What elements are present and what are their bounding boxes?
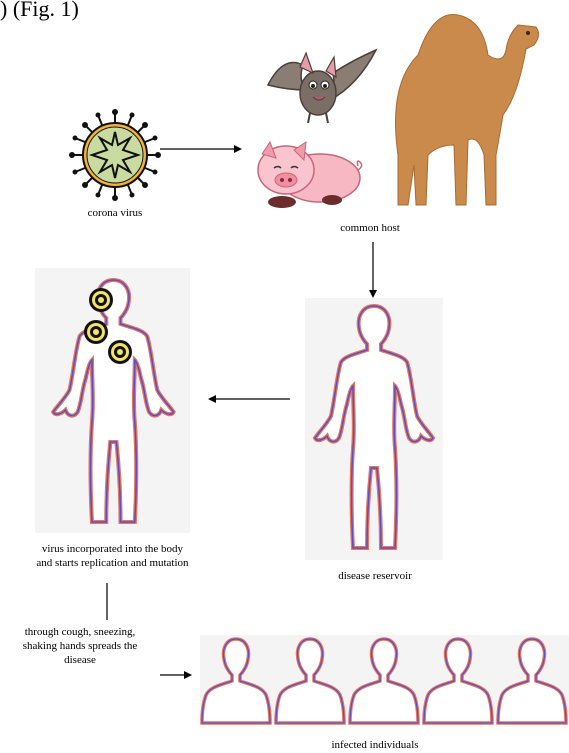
connector-line [105,583,109,620]
infected-individuals-label: infected individuals [300,738,450,752]
spread-label: through cough, sneezing, shaking hands s… [0,625,160,667]
spread-line3: disease [0,653,160,667]
disease-reservoir-panel [305,298,443,560]
virus-incorporated-line1: virus incorporated into the body [0,542,225,556]
virus-incorporated-line2: and starts replication and mutation [0,556,225,570]
virus-particle-icon [89,288,113,312]
virus-incorporated-label: virus incorporated into the body and sta… [0,542,225,570]
person-bust-icon [498,639,566,723]
person-bust-icon [424,639,492,723]
bat-icon [258,45,380,130]
arrow-host-to-reservoir [366,242,380,298]
infected-body-icon [35,268,190,533]
person-bust-icon [350,639,418,723]
virus-particle-icon [108,340,132,364]
person-bust-icon [276,639,344,723]
human-body-icon [305,298,443,560]
corona-virus-label: corona virus [55,206,175,220]
person-bust-icon [202,639,270,723]
corona-virus-icon [70,110,160,200]
disease-reservoir-label: disease reservoir [300,569,450,583]
arrow-virus-to-host [160,142,242,156]
header-fragment: ) (Fig. 1) [0,0,79,22]
camel-icon [378,5,543,210]
common-host-label: common host [310,221,430,235]
virus-incorporated-panel [35,268,190,533]
arrow-spread-to-infected [160,668,192,682]
spread-line2: shaking hands spreads the [0,639,160,653]
virus-particle-icon [84,320,108,344]
arrow-reservoir-to-body [208,392,290,406]
infected-individuals-panel [200,635,569,723]
pig-icon [252,140,364,210]
spread-line1: through cough, sneezing, [0,625,160,639]
